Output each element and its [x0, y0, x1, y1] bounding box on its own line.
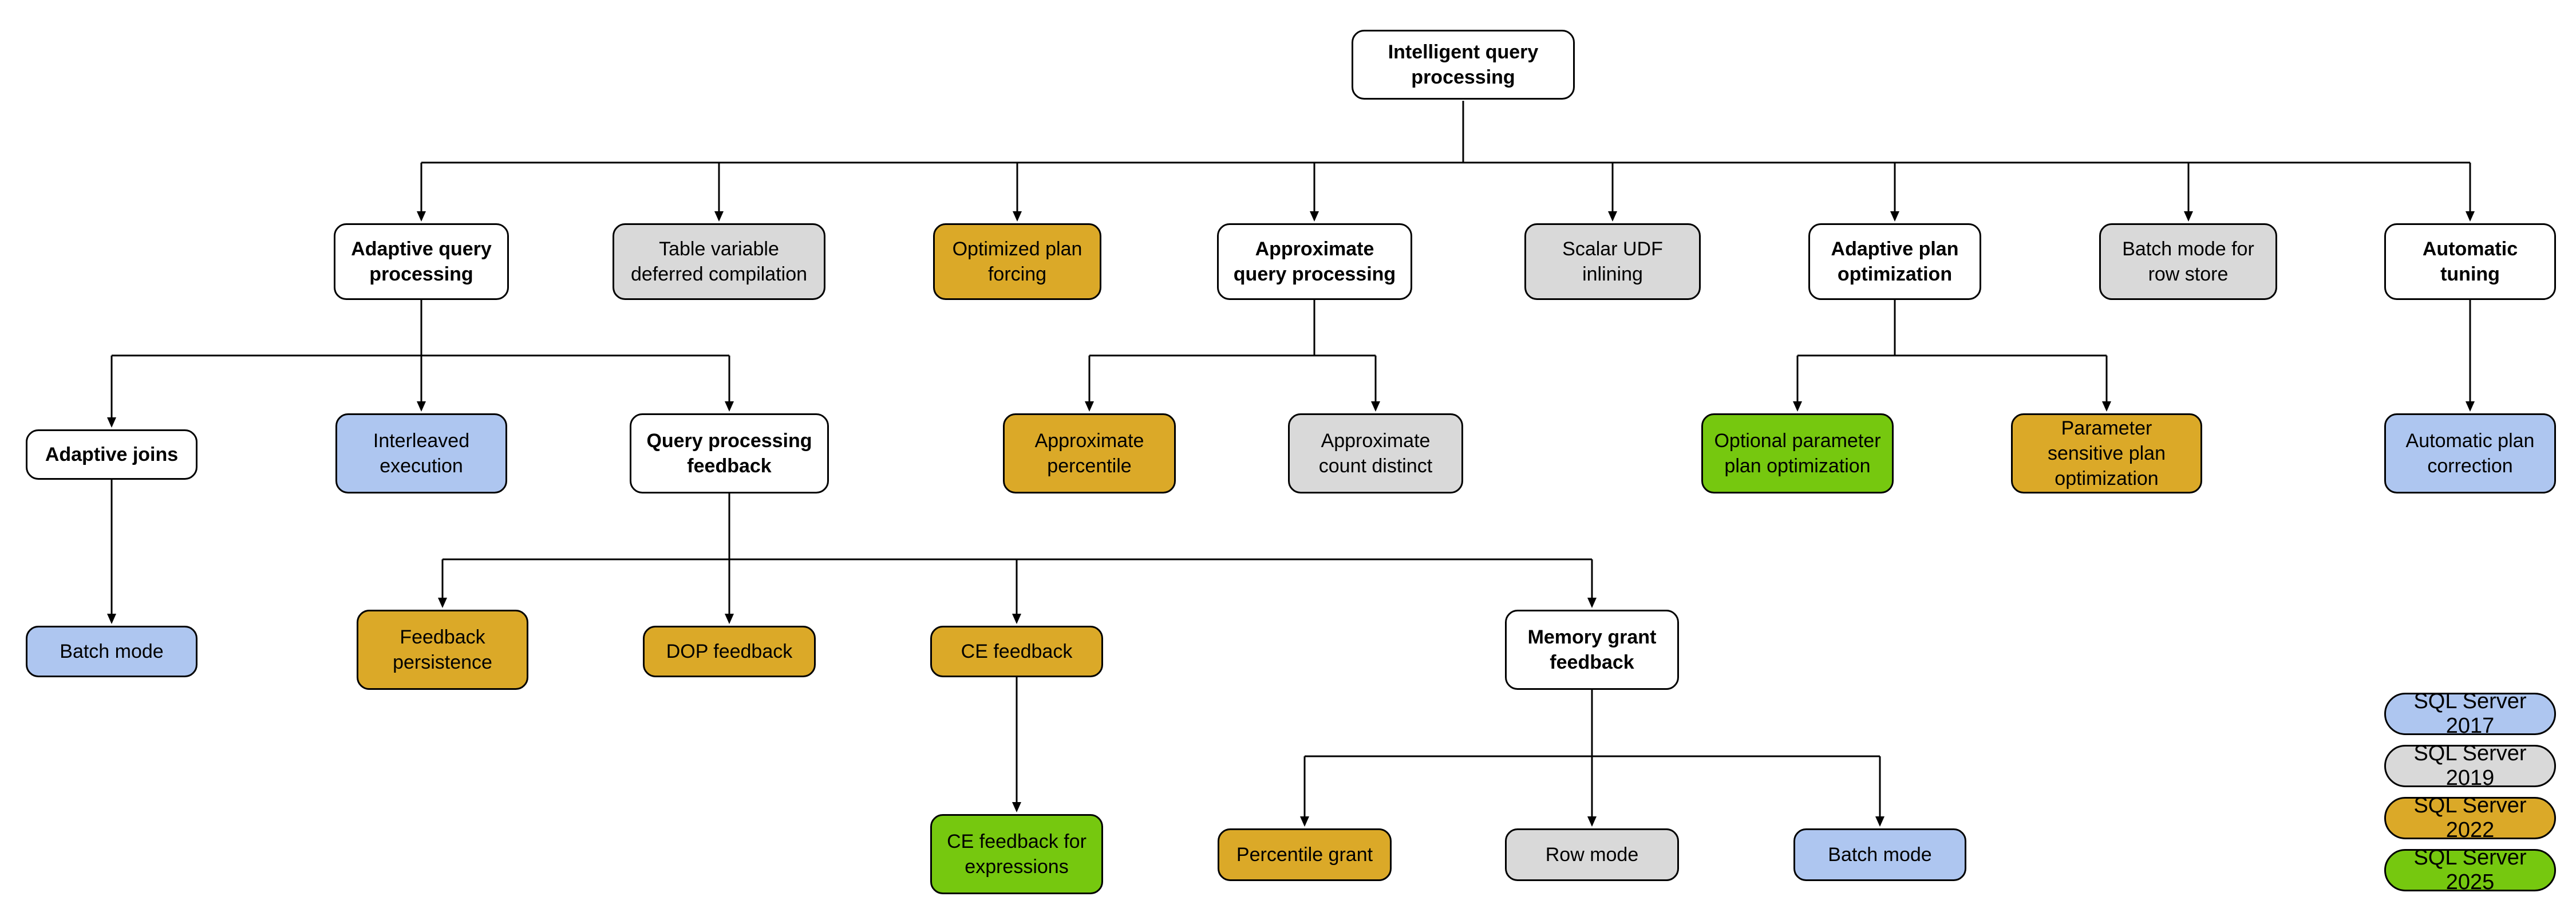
node-optimized-plan-forcing: Optimized plan forcing: [933, 223, 1101, 300]
legend-sql-server-2019: SQL Server 2019: [2384, 741, 2556, 790]
node-label: Batch mode: [1828, 843, 1932, 866]
node-label: Approximate query processing: [1233, 238, 1396, 285]
node-ce-feedback: CE feedback: [930, 626, 1103, 677]
node-scalar-udf-inlining: Scalar UDF inlining: [1524, 223, 1701, 300]
node-memory-grant-feedback: Memory grant feedback: [1505, 610, 1679, 690]
node-optional-parameter-plan-optimization: Optional parameter plan optimization: [1701, 413, 1894, 493]
legend-sql-server-2017: SQL Server 2017: [2384, 689, 2556, 738]
node-ce-feedback-for-expressions: CE feedback for expressions: [930, 814, 1103, 894]
node-adaptive-query-processing: Adaptive query processing: [334, 223, 509, 300]
legend-label: SQL Server 2025: [2413, 846, 2527, 894]
node-label: CE feedback: [961, 640, 1073, 662]
node-label: Adaptive plan optimization: [1831, 238, 1959, 285]
node-query-processing-feedback: Query processing feedback: [630, 413, 829, 493]
node-label: Query processing feedback: [646, 429, 812, 477]
node-label: Adaptive joins: [45, 443, 179, 465]
node-interleaved-execution: Interleaved execution: [335, 413, 507, 493]
node-label: Interleaved execution: [373, 429, 470, 477]
node-label: Memory grant feedback: [1527, 626, 1657, 673]
node-approximate-count-distinct: Approximate count distinct: [1288, 413, 1463, 493]
node-label: Table variable deferred compilation: [630, 238, 808, 285]
node-label: Optional parameter plan optimization: [1714, 429, 1881, 477]
node-batch-mode-adaptive-joins: Batch mode: [26, 626, 197, 677]
node-label: Approximate count distinct: [1318, 429, 1433, 477]
node-label: Percentile grant: [1236, 843, 1373, 866]
node-feedback-persistence: Feedback persistence: [357, 610, 528, 690]
legend-sql-server-2025: SQL Server 2025: [2384, 846, 2556, 894]
node-label: Scalar UDF inlining: [1562, 238, 1663, 285]
node-label: Optimized plan forcing: [952, 238, 1082, 285]
node-label: Batch mode: [60, 640, 164, 662]
legend-sql-server-2022: SQL Server 2022: [2384, 793, 2556, 842]
node-label: Row mode: [1545, 843, 1639, 866]
node-label: Intelligent query processing: [1388, 41, 1539, 88]
node-adaptive-joins: Adaptive joins: [26, 429, 197, 480]
node-automatic-plan-correction: Automatic plan correction: [2384, 413, 2556, 493]
node-label: Approximate percentile: [1034, 429, 1144, 477]
node-row-mode: Row mode: [1505, 828, 1679, 881]
legend-label: SQL Server 2019: [2413, 741, 2527, 790]
node-percentile-grant: Percentile grant: [1218, 828, 1392, 881]
node-adaptive-plan-optimization: Adaptive plan optimization: [1808, 223, 1981, 300]
node-label: Feedback persistence: [393, 626, 492, 673]
node-automatic-tuning: Automatic tuning: [2384, 223, 2556, 300]
legend-label: SQL Server 2017: [2413, 689, 2527, 738]
node-parameter-sensitive-plan-optimization: Parameter sensitive plan optimization: [2011, 413, 2202, 493]
node-label: CE feedback for expressions: [947, 830, 1086, 878]
legend-label: SQL Server 2022: [2413, 793, 2527, 842]
node-table-variable-deferred-compilation: Table variable deferred compilation: [613, 223, 825, 300]
node-label: DOP feedback: [666, 640, 793, 662]
node-approximate-query-processing: Approximate query processing: [1217, 223, 1412, 300]
node-label: Parameter sensitive plan optimization: [2047, 417, 2166, 490]
node-dop-feedback: DOP feedback: [643, 626, 816, 677]
node-batch-mode-for-row-store: Batch mode for row store: [2099, 223, 2277, 300]
node-intelligent-query-processing: Intelligent query processing: [1352, 30, 1575, 100]
node-label: Automatic tuning: [2422, 238, 2518, 285]
node-label: Batch mode for row store: [2122, 238, 2254, 285]
node-approximate-percentile: Approximate percentile: [1003, 413, 1176, 493]
node-batch-mode-memory-grant: Batch mode: [1793, 828, 1966, 881]
node-label: Automatic plan correction: [2405, 429, 2535, 477]
node-label: Adaptive query processing: [351, 238, 492, 285]
